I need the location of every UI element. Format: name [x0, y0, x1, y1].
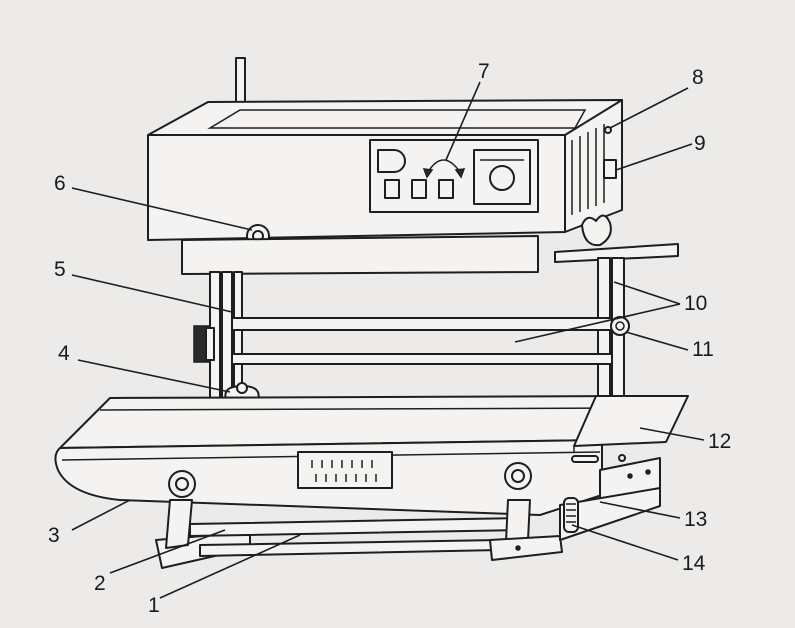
rotation-arrow-head-right: [454, 168, 466, 179]
base-right-leg: [505, 499, 531, 543]
leader-14: [571, 524, 679, 561]
panel-display-icon: [377, 149, 406, 173]
callout-14: 14: [682, 552, 706, 575]
speed-slider: [571, 455, 599, 463]
coding-wheel-teeth: [566, 503, 576, 523]
coding-wheel: [563, 497, 579, 533]
leader-1: [159, 534, 301, 599]
leader-10a: [613, 281, 681, 305]
right-bracket: [581, 214, 612, 247]
callout-10: 10: [684, 292, 707, 315]
callout-6: 6: [54, 172, 66, 195]
leader-lines: [71, 81, 705, 599]
height-adjust-knob: [236, 382, 248, 394]
callout-8: 8: [692, 66, 704, 89]
upper-guide-rail: [231, 317, 613, 331]
panel-button-3: [438, 179, 454, 199]
callout-2: 2: [94, 572, 106, 595]
callout-1: 1: [148, 594, 160, 617]
panel-button-1: [384, 179, 400, 199]
callout-3: 3: [48, 524, 60, 547]
side-power-switch: [603, 159, 617, 179]
callout-numbers: 1 2 3 4 5 6 7 8 9 10 11 12 13 14: [48, 60, 731, 617]
callout-7: 7: [478, 60, 490, 83]
conveyor-vent: [297, 451, 393, 489]
rotation-arrow-head-left: [422, 168, 434, 179]
lower-guide-rail: [231, 353, 613, 365]
callout-5: 5: [54, 258, 66, 281]
leader-10b: [514, 303, 681, 343]
speed-indicator: [618, 454, 626, 462]
side-indicator-dot: [604, 126, 612, 134]
conveyor-belt-edge: [99, 407, 625, 411]
left-conveyor-knob-inner: [175, 477, 189, 491]
base-crossbar: [189, 517, 521, 537]
rotation-arrow-icon: [427, 159, 461, 173]
leader-13: [599, 501, 681, 519]
leader-7: [445, 81, 481, 161]
conveyor-vent-slots: [311, 460, 377, 482]
head-top-inset: [207, 109, 587, 129]
right-conveyor-knob-inner: [511, 469, 525, 483]
callout-9: 9: [694, 132, 706, 155]
left-motor-cap: [205, 327, 215, 361]
leader-8: [609, 87, 689, 129]
coding-unit-bolt-1: [627, 473, 633, 479]
callout-12: 12: [708, 430, 731, 453]
panel-dial-knob: [489, 165, 515, 191]
leader-12: [639, 427, 705, 441]
coding-unit-bolt-2: [645, 469, 651, 475]
output-table: [573, 395, 689, 447]
left-column-3: [233, 271, 243, 401]
right-foot-bolt: [515, 545, 521, 551]
callout-13: 13: [684, 508, 707, 531]
leader-4: [77, 359, 231, 393]
leader-6: [71, 187, 253, 231]
base-left-leg: [165, 499, 193, 549]
panel-button-2: [411, 179, 427, 199]
leader-2: [109, 529, 226, 574]
head-lower-block: [181, 235, 539, 275]
right-roller-inner: [615, 321, 625, 331]
callout-4: 4: [58, 342, 70, 365]
leader-11: [625, 331, 689, 351]
head-top-face: [147, 99, 623, 136]
right-shelf: [554, 243, 679, 263]
leader-5: [71, 274, 233, 313]
left-column-2: [221, 271, 233, 401]
leader-9: [615, 143, 693, 171]
coding-unit-plate: [559, 487, 661, 541]
leader-3: [71, 499, 131, 531]
callout-11: 11: [692, 338, 714, 361]
base-right-foot: [489, 535, 563, 561]
